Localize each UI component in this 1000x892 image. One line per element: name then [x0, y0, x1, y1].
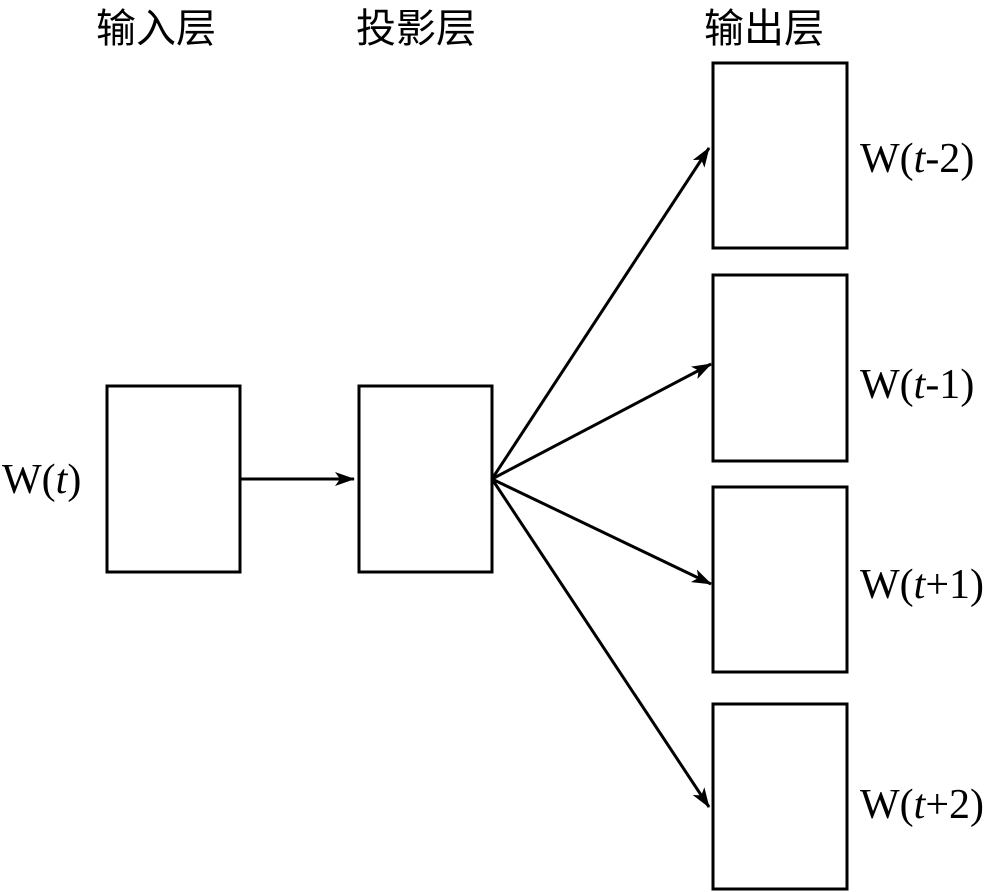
output-layer-title: 输出层: [704, 6, 824, 52]
output-word-label-t-minus-1: W(t-1): [860, 362, 974, 408]
input-layer-box: [105, 384, 242, 574]
output-word-label-t-plus-2: W(t+2): [860, 782, 984, 828]
output-box-t-minus-1: [711, 273, 849, 463]
arrow-projection-to-t-plus-1: [491, 477, 712, 586]
output-box-t-minus-2: [711, 61, 849, 250]
input-word-label: W(t): [2, 457, 81, 503]
output-word-label-t-minus-2: W(t-2): [860, 136, 974, 182]
output-box-t-plus-1: [711, 485, 849, 674]
arrow-projection-to-t-plus-2: [490, 478, 711, 808]
arrow-projection-to-t-minus-1: [491, 362, 712, 481]
output-box-t-plus-2: [711, 702, 849, 891]
projection-layer-box: [357, 384, 494, 574]
input-layer-title: 输入层: [96, 6, 216, 52]
projection-layer-title: 投影层: [356, 6, 476, 52]
arrow-projection-to-t-minus-2: [490, 147, 711, 480]
output-word-label-t-plus-1: W(t+1): [860, 562, 984, 608]
